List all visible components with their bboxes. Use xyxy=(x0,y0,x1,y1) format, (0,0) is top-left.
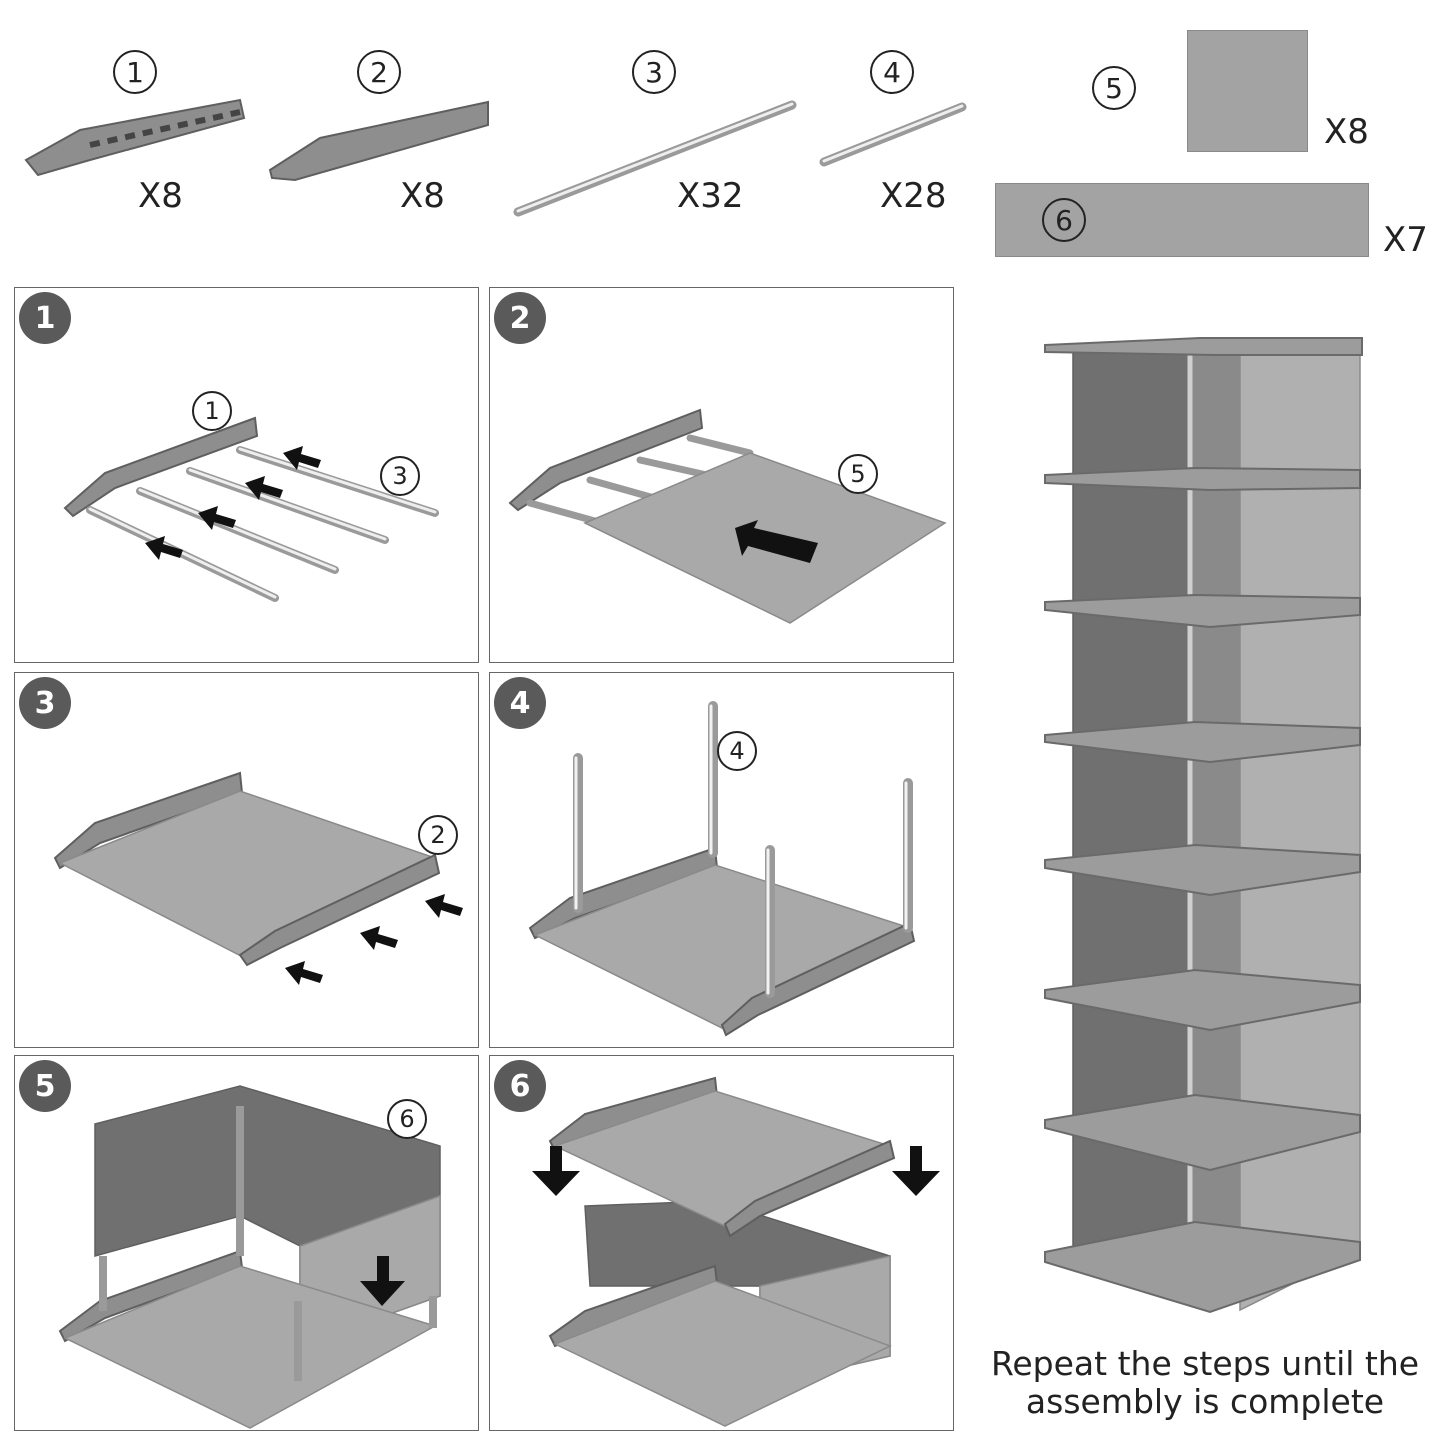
step-4-panel: 4 4 xyxy=(489,672,954,1048)
step-5-badge: 5 xyxy=(19,1060,71,1112)
step-2-panel: 2 5 xyxy=(489,287,954,663)
part-1-label: 1 xyxy=(113,50,157,94)
part-3-label: 3 xyxy=(632,50,676,94)
part-6-label: 6 xyxy=(1042,198,1086,242)
caption-line-2: assembly is complete xyxy=(1025,1382,1385,1421)
part-6-qty: X7 xyxy=(1383,220,1428,260)
part-2-qty: X8 xyxy=(400,176,445,216)
step-6-badge: 6 xyxy=(494,1060,546,1112)
step-1-badge: 1 xyxy=(19,292,71,344)
step-1-callout-2: 3 xyxy=(380,456,420,496)
caption-line-1: Repeat the steps until the xyxy=(990,1344,1420,1383)
part-3-qty: X32 xyxy=(677,176,744,216)
step-3-panel: 3 2 xyxy=(14,672,479,1048)
assembly-caption: Repeat the steps until the assembly is c… xyxy=(975,1345,1435,1421)
part-2-label: 2 xyxy=(357,50,401,94)
step-5-callout-1: 6 xyxy=(387,1099,427,1139)
part-5-fabric-panel-icon xyxy=(1187,30,1308,152)
step-4-callout-1: 4 xyxy=(717,731,757,771)
step-6-illustration xyxy=(532,1076,940,1427)
step-3-illustration xyxy=(53,771,463,985)
step-1-panel: 1 1 3 xyxy=(14,287,479,663)
part-4-qty: X28 xyxy=(880,176,947,216)
step-2-illustration xyxy=(508,408,947,624)
step-2-badge: 2 xyxy=(494,292,546,344)
step-5-panel: 5 6 xyxy=(14,1055,479,1431)
step-5-illustration xyxy=(58,1085,441,1429)
step-2-callout-1: 5 xyxy=(838,454,878,494)
step-1-illustration xyxy=(63,416,439,602)
part-5-qty: X8 xyxy=(1324,112,1369,152)
step-3-callout-1: 2 xyxy=(418,815,458,855)
step-6-panel: 6 xyxy=(489,1055,954,1431)
step-4-badge: 4 xyxy=(494,677,546,729)
step-1-callout-1: 1 xyxy=(192,391,232,431)
part-4-label: 4 xyxy=(870,50,914,94)
step-3-badge: 3 xyxy=(19,677,71,729)
part-1-qty: X8 xyxy=(138,176,183,216)
step-4-illustration xyxy=(528,701,916,1037)
part-5-label: 5 xyxy=(1092,66,1136,110)
